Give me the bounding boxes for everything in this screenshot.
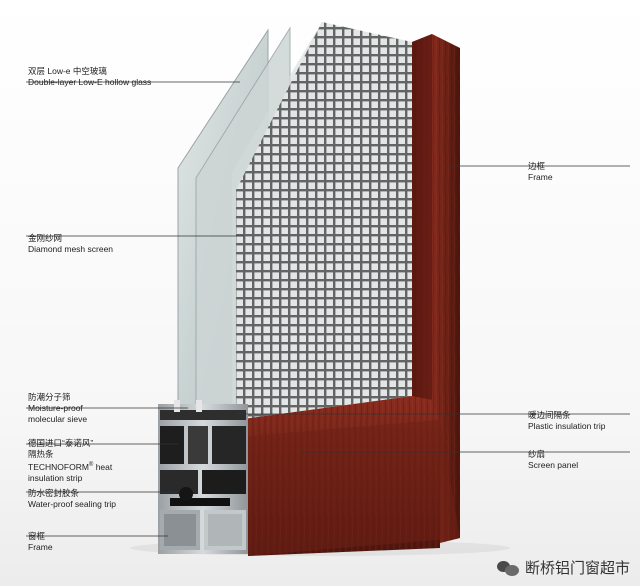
label-technoform: 德国进口“泰诺风” 隔热条 TECHNOFORM® heat insulatio… — [28, 438, 112, 484]
watermark-text: 断桥铝门窗超市 — [524, 559, 630, 577]
wood-bottom-front — [248, 420, 460, 556]
watermark: 断桥铝门窗超市 — [496, 557, 630, 578]
label-plastic-en: Plastic insulation trip — [528, 421, 606, 431]
registered-mark: ® — [88, 462, 94, 468]
label-screen-panel-zh: 纱扇 — [528, 449, 546, 459]
label-edge-frame-en: Frame — [528, 172, 553, 182]
label-technoform-en2: insulation strip — [28, 472, 83, 483]
aluminum-profile-section — [158, 400, 248, 554]
label-technoform-zh2: 隔热条 — [28, 449, 54, 459]
label-screen-panel-en: Screen panel — [528, 460, 579, 470]
wood-edge-bevel — [412, 34, 432, 400]
label-sealing-en: Water-proof sealing trip — [28, 499, 117, 509]
label-plastic: 暖边间隔条 Plastic insulation trip — [528, 410, 605, 432]
label-technoform-heat: heat — [93, 461, 113, 472]
label-edge-frame: 边框 Frame — [528, 161, 553, 183]
label-technoform-brand: TECHNOFORM — [28, 461, 89, 472]
wechat-icon — [496, 559, 519, 577]
label-sieve: 防潮分子筛 Moisture-proof molecular sieve — [28, 392, 87, 425]
label-screen-zh: 金刚纱网 — [28, 233, 63, 243]
label-sealing-zh: 防水密封胶条 — [28, 488, 80, 498]
label-technoform-en1: TECHNOFORM® heat — [28, 460, 112, 473]
label-sieve-en2: molecular sieve — [28, 414, 88, 424]
diamond-mesh-pattern — [236, 22, 412, 420]
label-window-frame-en: Frame — [28, 542, 53, 552]
label-screen: 金刚纱网 Diamond mesh screen — [28, 233, 113, 255]
label-screen-panel: 纱扇 Screen panel — [528, 449, 578, 471]
label-technoform-zh1: 德国进口“泰诺风” — [28, 438, 94, 448]
label-glass-en: Double-layer Low-E hollow glass — [28, 77, 152, 87]
label-edge-frame-zh: 边框 — [528, 161, 546, 171]
label-sieve-en1: Moisture-proof — [28, 403, 83, 413]
label-sieve-zh: 防潮分子筛 — [28, 392, 71, 402]
label-plastic-zh: 暖边间隔条 — [528, 410, 571, 420]
label-window-frame: 窗框 Frame — [28, 531, 53, 553]
label-glass: 双层 Low-e 中空玻璃 Double-layer Low-E hollow … — [28, 66, 151, 88]
label-sealing: 防水密封胶条 Water-proof sealing trip — [28, 488, 116, 510]
label-screen-en: Diamond mesh screen — [28, 244, 114, 254]
label-glass-zh: 双层 Low-e 中空玻璃 — [28, 66, 107, 76]
label-window-frame-zh: 窗框 — [28, 531, 46, 541]
